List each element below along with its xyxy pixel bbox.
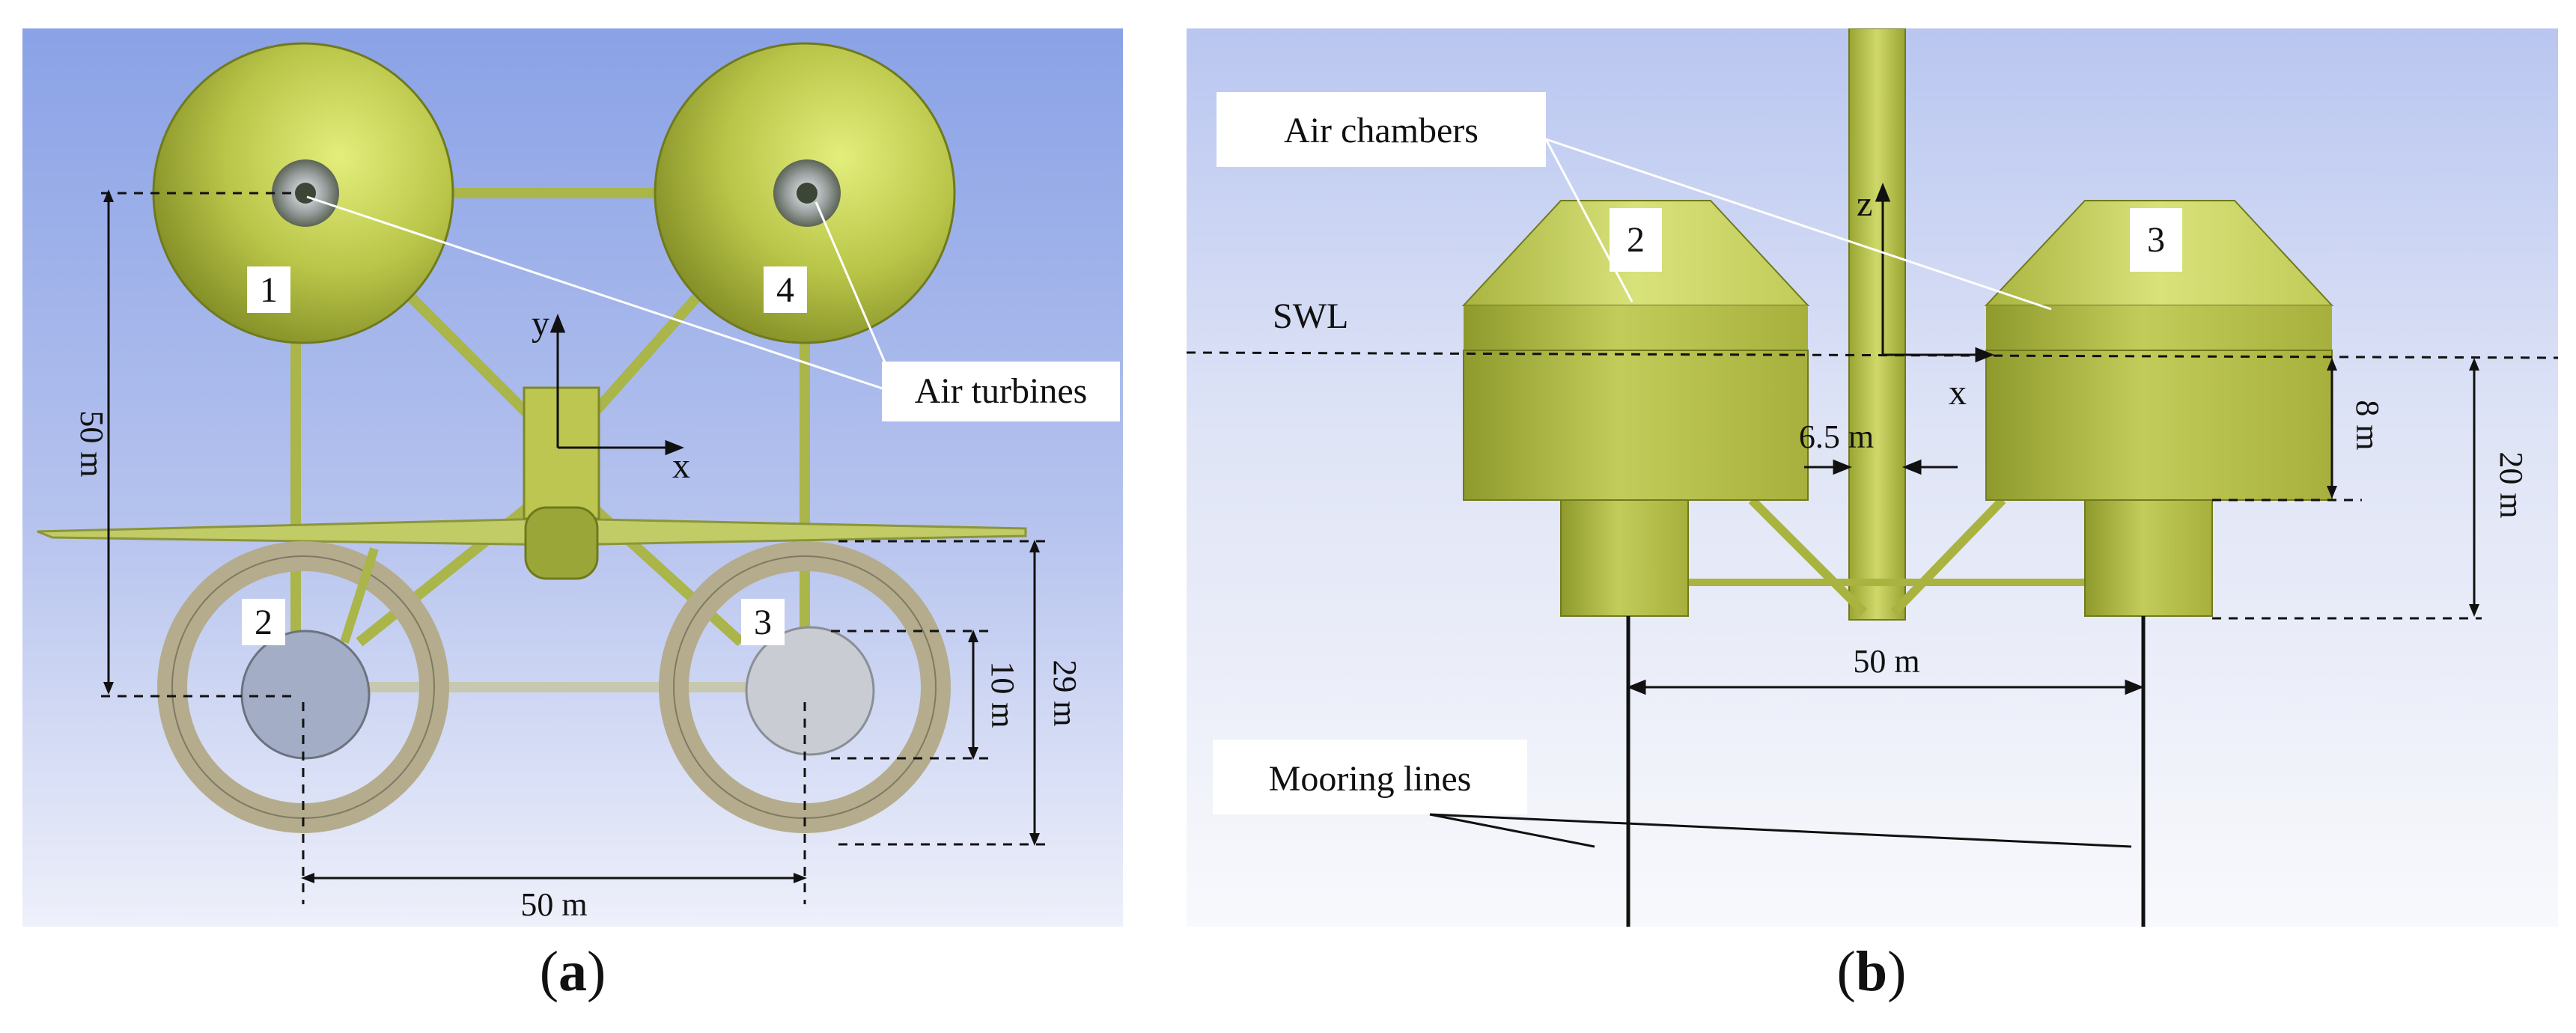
air-chambers-callout: Air chambers (1217, 92, 2052, 311)
pontoon-braces (1666, 496, 2085, 616)
panel-a-top-view: y x 1 4 2 3 Air turbines (22, 28, 1123, 927)
dim-6-5m: 6.5 m (1799, 418, 1874, 455)
axes-xy (549, 313, 685, 456)
still-water-line (1187, 351, 2558, 359)
dim-10m: 10 m (984, 661, 1021, 728)
dimension-arrowheads (103, 189, 1040, 883)
chamber-label-1: 1 (247, 266, 290, 313)
panel-b-side-view: SWL z x 2 3 Air chambers (1187, 28, 2558, 927)
dim-50m: 50 m (1853, 643, 1919, 680)
panel-a-drawing: y x 1 4 2 3 Air turbines (22, 28, 1123, 927)
spacing-dimension (1626, 679, 2145, 695)
svg-text:Air chambers: Air chambers (1284, 111, 1479, 150)
axis-x-label: x (1949, 373, 1967, 412)
svg-text:1: 1 (260, 270, 278, 310)
svg-text:4: 4 (776, 270, 794, 310)
dim-29m: 29 m (1047, 659, 1083, 726)
dimension-lines (101, 192, 1048, 904)
chamber-label-3: 3 (741, 599, 785, 645)
caption-b: (b) (1836, 940, 1907, 1003)
dim-20m: 20 m (2493, 451, 2530, 518)
axis-y-label: y (532, 304, 549, 344)
air-turbines-callout: Air turbines (306, 195, 1120, 421)
chamber-label-2: 2 (1610, 208, 1662, 272)
dim-8m: 8 m (2349, 400, 2386, 450)
svg-text:2: 2 (255, 603, 272, 642)
caption-a: (a) (539, 940, 606, 1003)
chamber-label-3: 3 (2130, 208, 2182, 272)
draft-dimensions (2212, 362, 2482, 620)
air-chamber-1 (152, 42, 454, 344)
chamber-label-2: 2 (242, 599, 285, 645)
dim-horizontal-50m: 50 m (520, 886, 587, 923)
air-chamber-4 (654, 42, 956, 344)
svg-text:2: 2 (1627, 220, 1645, 260)
air-chamber-2-side (1461, 200, 1810, 617)
dim-vertical-50m: 50 m (73, 410, 110, 477)
axes-xz (1875, 182, 1995, 363)
panel-b-drawing: SWL z x 2 3 Air chambers (1187, 28, 2558, 927)
axis-z-label: z (1857, 184, 1872, 224)
brace-lower-left (340, 547, 379, 644)
svg-text:Mooring lines: Mooring lines (1269, 759, 1472, 799)
chamber-label-4: 4 (764, 266, 807, 313)
draft-arrowheads (2327, 358, 2479, 617)
swl-label: SWL (1273, 296, 1348, 336)
mooring-lines-callout: Mooring lines (1213, 740, 2132, 848)
mooring-lines (1626, 616, 2146, 927)
svg-text:3: 3 (2147, 220, 2165, 260)
hub (524, 506, 599, 580)
dim-column-arrows (1804, 459, 1958, 475)
nacelle (523, 386, 600, 520)
axis-x-label: x (672, 446, 690, 486)
tower (1848, 28, 1906, 621)
svg-text:3: 3 (754, 603, 772, 642)
svg-text:Air turbines: Air turbines (915, 371, 1088, 411)
